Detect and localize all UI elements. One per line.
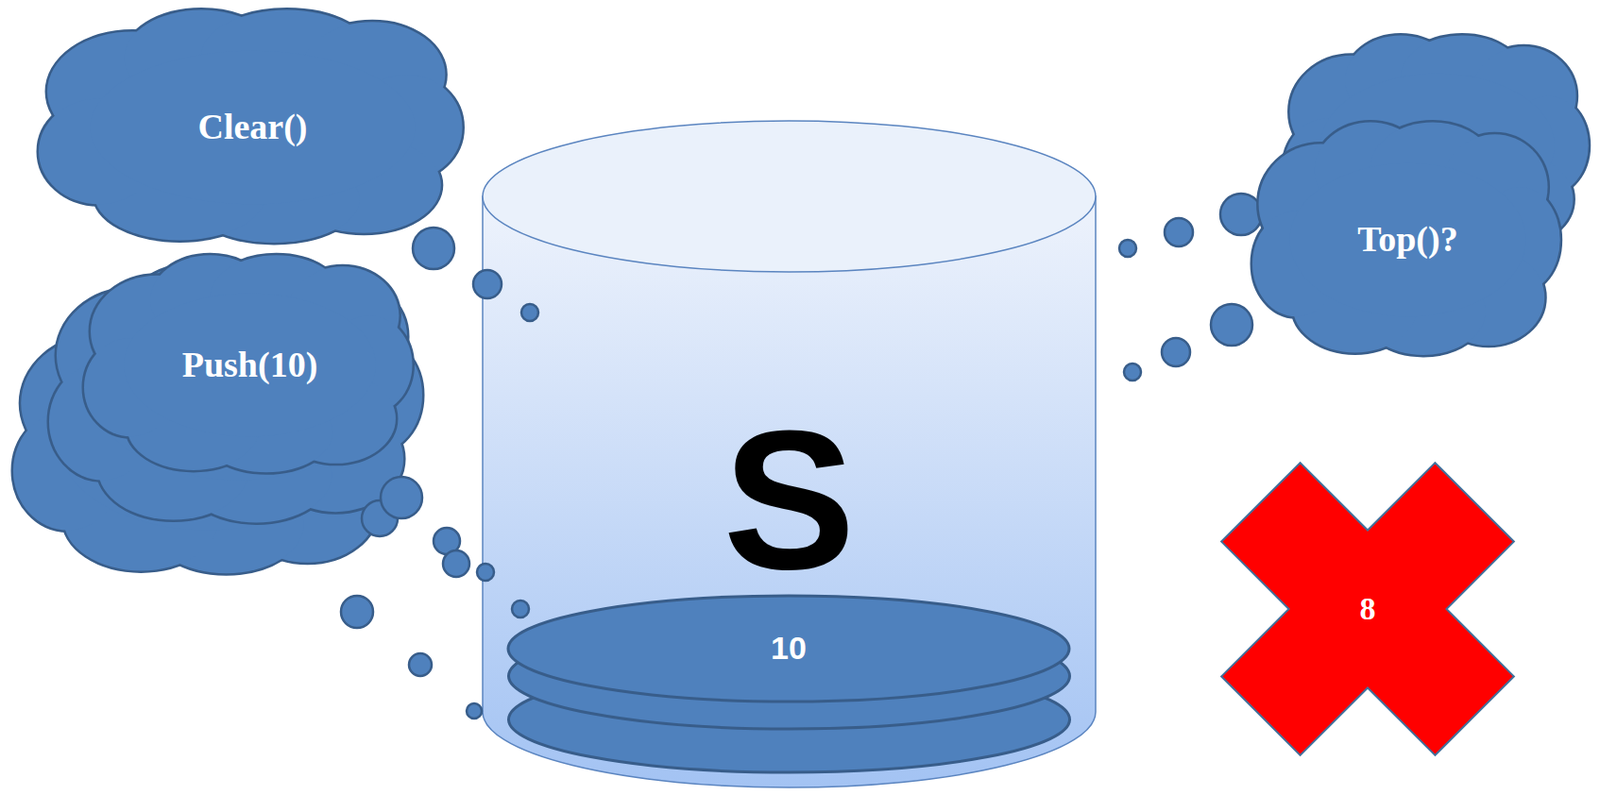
cloud-lobe — [123, 293, 376, 438]
node-label: S — [722, 391, 855, 610]
thought-bubble — [1220, 193, 1262, 236]
cloud-lobe — [89, 51, 415, 205]
thought-bubble — [511, 600, 529, 618]
thought-cloud: Push(10) — [81, 250, 419, 480]
cylinder-top — [482, 120, 1096, 273]
thought-bubble — [521, 304, 539, 322]
thought-bubble — [1119, 239, 1137, 257]
stack-plate: 10 — [505, 593, 1073, 705]
thought-bubble — [380, 476, 423, 519]
thought-bubbles — [481, 193, 1097, 719]
cloud-shape — [1252, 122, 1561, 356]
error-cross: 8 — [1214, 456, 1521, 763]
cloud-shape — [38, 10, 462, 243]
thought-bubble — [1210, 304, 1253, 346]
cross-mark — [1154, 395, 1583, 795]
thought-bubble — [473, 270, 502, 299]
cloud-lobe — [89, 51, 415, 205]
thought-bubble — [481, 563, 494, 581]
thought-bubble — [340, 595, 374, 629]
thought-bubble — [1161, 338, 1191, 367]
thought-bubble — [511, 600, 529, 618]
node-label: 8 — [1360, 591, 1377, 627]
node-label: 10 — [770, 630, 807, 666]
thought-bubble — [1123, 363, 1141, 381]
cloud-shape — [84, 255, 412, 473]
thought-bubble — [442, 550, 470, 578]
thought-bubble — [476, 563, 494, 581]
cylinder-body — [482, 196, 1096, 788]
stack-plate — [508, 595, 1070, 702]
cloud-shape — [49, 265, 423, 524]
thought-bubble — [408, 653, 432, 677]
thought-cloud: Top()? — [1249, 117, 1566, 363]
thought-bubble — [1164, 218, 1193, 247]
node-label: Clear() — [197, 107, 307, 148]
stack-cylinder: S 10 — [481, 119, 1097, 790]
cloud-lobe — [1289, 163, 1526, 318]
thought-bubble — [466, 703, 482, 719]
thought-bubble — [521, 304, 539, 322]
node-label: Push(10) — [182, 345, 319, 386]
node-label: Top()? — [1357, 220, 1458, 260]
thought-bubble — [481, 270, 502, 299]
thought-bubble — [412, 227, 455, 270]
thought-cloud: Clear() — [35, 4, 470, 251]
cloud-lobe — [1289, 163, 1526, 318]
cloud-lobe — [123, 293, 376, 438]
